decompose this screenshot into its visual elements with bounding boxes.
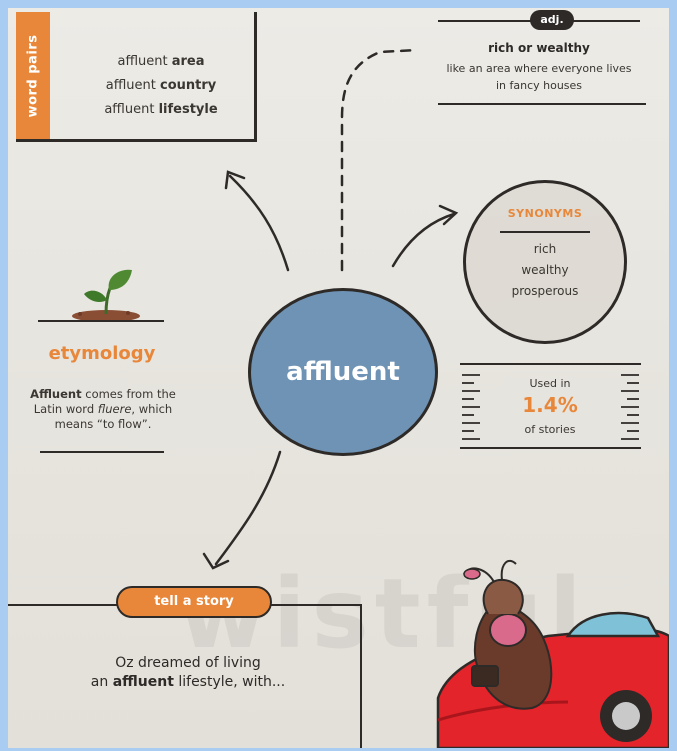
main-word-circle: affluent [248, 288, 438, 456]
cartoon-woman-car-illustration [436, 559, 669, 748]
usage-rule-bottom [460, 447, 641, 449]
synonym-item: prosperous [511, 284, 579, 298]
usage-box: Used in 1.4% of stories [460, 363, 641, 449]
synonym-item: rich [533, 242, 557, 256]
word-pair-item: affluent lifestyle [104, 102, 218, 117]
word-page: wistful word pairs affluent area affluen… [8, 8, 669, 748]
main-word: affluent [286, 357, 400, 387]
usage-label: Used in [529, 377, 571, 390]
synonyms-circle: SYNONYMS rich wealthy prosperous [463, 180, 627, 344]
usage-percent: 1.4% [522, 393, 578, 417]
definition-rule-bottom [438, 103, 646, 105]
arrow-to-synonyms [391, 212, 456, 268]
part-of-speech-badge: adj. [530, 10, 574, 30]
arrow-to-story [214, 450, 282, 566]
usage-tick-marks [462, 374, 639, 440]
connector-arrows [202, 48, 459, 570]
plant-sprout-icon [72, 269, 140, 322]
definition-title: rich or wealthy [488, 41, 590, 55]
usage-sub-label: of stories [524, 423, 576, 436]
synonyms-list: rich wealthy prosperous [466, 239, 624, 302]
synonyms-title: SYNONYMS [507, 207, 583, 220]
story-text: Oz dreamed of living an affluent lifesty… [90, 655, 286, 690]
synonyms-rule [500, 231, 590, 233]
word-pair-item: affluent country [105, 78, 217, 93]
story-title-pill: tell a story [116, 586, 272, 618]
word-pairs-list: affluent area affluent country affluent … [76, 50, 246, 122]
synonym-item: wealthy [521, 263, 569, 277]
etymology-title: etymology [48, 343, 156, 364]
word-pairs-box: word pairs affluent area affluent countr… [16, 12, 257, 142]
word-pairs-tab: word pairs [16, 12, 50, 139]
usage-rule-top [460, 363, 641, 365]
arrow-to-definition [340, 48, 420, 272]
arrow-to-word-pairs [228, 174, 290, 272]
definition-text: like an area where everyone lives in fan… [446, 62, 632, 92]
etymology-text: Affluent comes from the Latin word fluer… [30, 387, 176, 431]
word-pair-item: affluent area [117, 54, 205, 69]
etymology-rule-top [38, 320, 164, 322]
etymology-rule-bottom [40, 451, 164, 453]
